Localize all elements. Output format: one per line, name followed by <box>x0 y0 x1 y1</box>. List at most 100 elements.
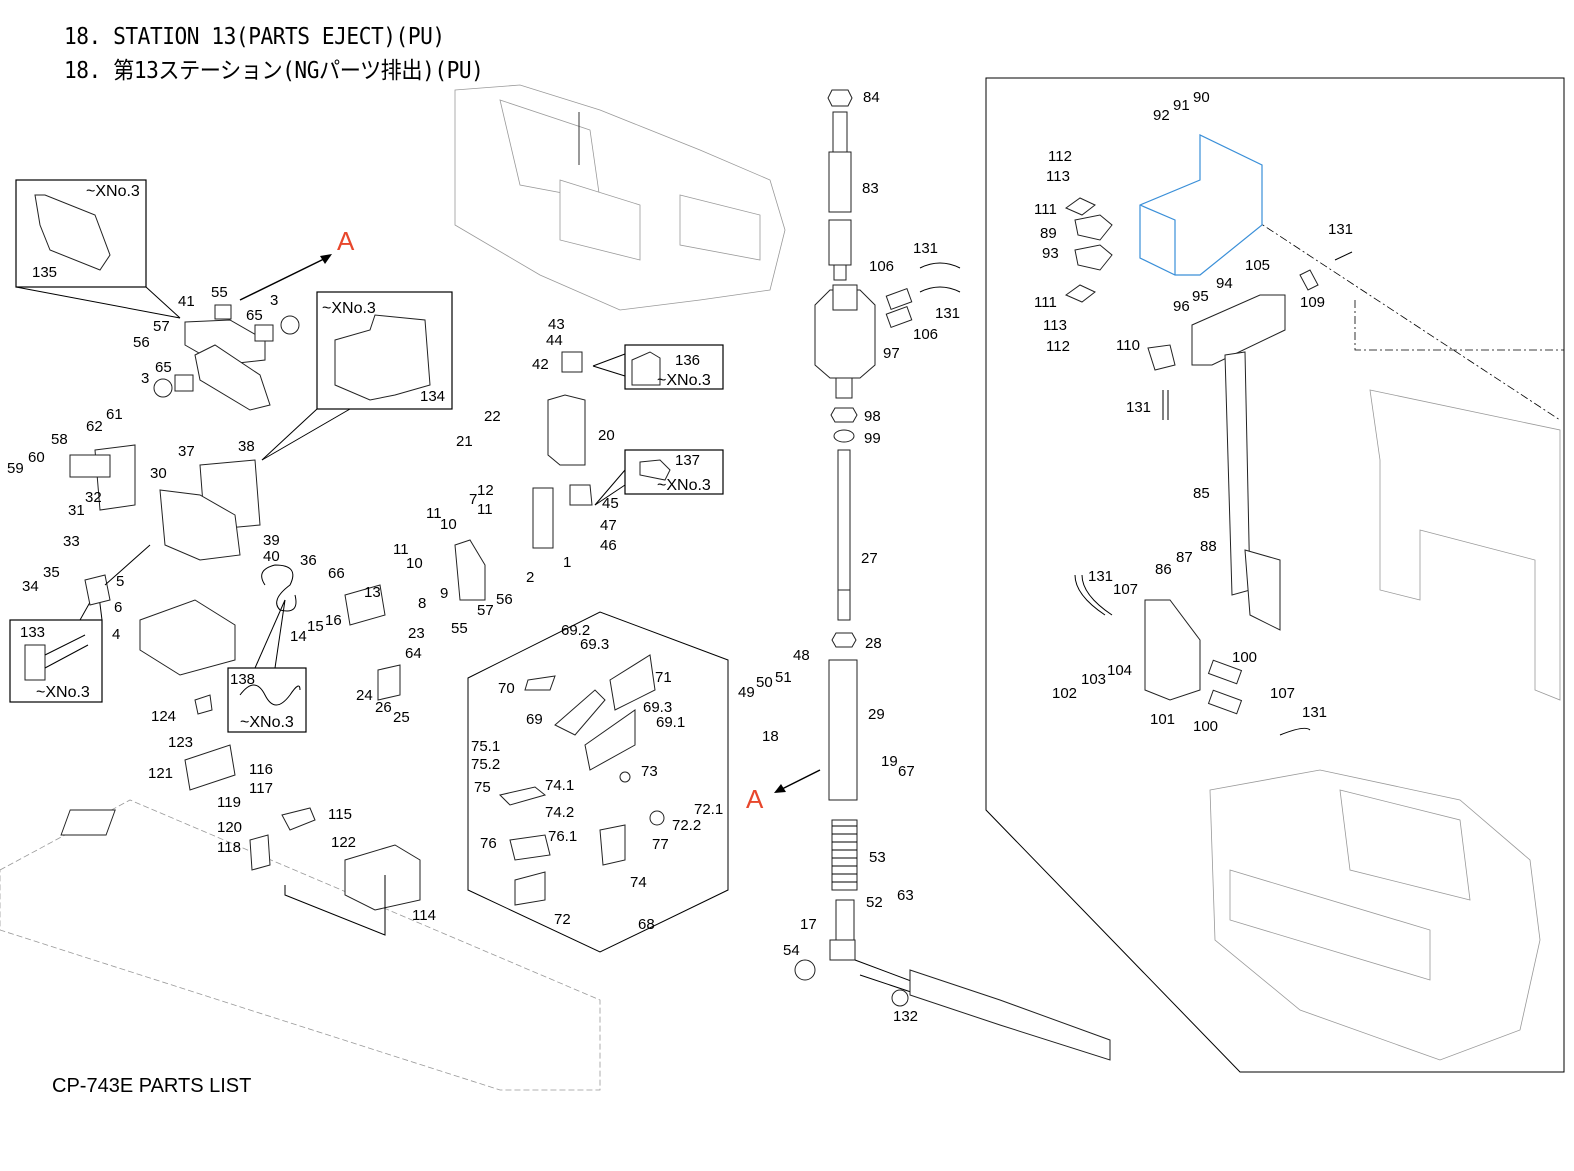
callout-135: 135 <box>32 264 57 281</box>
callout: 87 <box>1176 549 1193 566</box>
callout: 74.2 <box>545 804 574 821</box>
callout-133: 133 <box>20 624 45 641</box>
footer-parts-list-label: CP-743E PARTS LIST <box>52 1075 252 1097</box>
callout: 83 <box>862 180 879 197</box>
variant-note: ~XNo.3 <box>657 477 711 494</box>
inset-137: 137 ~XNo.3 <box>594 449 724 506</box>
callout: 131 <box>1328 221 1353 238</box>
callout: 76 <box>480 835 497 852</box>
callout: 75 <box>474 779 491 796</box>
callout: 91 <box>1173 97 1190 114</box>
callout: 56 <box>133 334 150 351</box>
callout: 56 <box>496 591 513 608</box>
callout: 100 <box>1232 649 1257 666</box>
callout: 40 <box>263 548 280 565</box>
callout: 76.1 <box>548 828 577 845</box>
callout: 112 <box>1046 338 1070 355</box>
callout: 115 <box>328 806 352 823</box>
callout: 50 <box>756 674 773 691</box>
callout: 36 <box>300 552 317 569</box>
callout: 95 <box>1192 288 1209 305</box>
detail-frame <box>985 77 1565 1073</box>
inset-135: 135 ~XNo.3 <box>15 179 181 319</box>
callout: 28 <box>865 635 882 652</box>
callout: 23 <box>408 625 425 642</box>
callout: 42 <box>532 356 549 373</box>
centerline <box>1354 300 1564 351</box>
callout: 43 <box>548 316 565 333</box>
variant-note: ~XNo.3 <box>240 714 294 731</box>
callout: 84 <box>863 89 880 106</box>
center-assembly-parts <box>454 351 593 601</box>
callout: 62 <box>86 418 103 435</box>
callout: 47 <box>600 517 617 534</box>
inset-138: 138 ~XNo.3 <box>227 599 307 733</box>
callout: 3 <box>141 370 149 387</box>
callout: 107 <box>1270 685 1295 702</box>
callout: 22 <box>484 408 501 425</box>
callout: 55 <box>211 284 228 301</box>
callout: 69.2 <box>561 622 590 639</box>
callout: 16 <box>325 612 342 629</box>
callout: 51 <box>775 669 792 686</box>
callout: 37 <box>178 443 195 460</box>
base-plate <box>0 799 601 1091</box>
callout: 89 <box>1040 225 1057 242</box>
callout: 112 <box>1048 148 1072 165</box>
callout: 122 <box>331 834 356 851</box>
callout: 99 <box>864 430 881 447</box>
callout: 25 <box>393 709 410 726</box>
callout: 131 <box>935 305 960 322</box>
callout: 13 <box>364 584 381 601</box>
callout: 124 <box>151 708 176 725</box>
callout: 109 <box>1300 294 1325 311</box>
callout: 72.2 <box>672 817 701 834</box>
callout: 45 <box>602 495 619 512</box>
callout: 131 <box>1302 704 1327 721</box>
callout: 117 <box>249 780 273 797</box>
callout: 67 <box>898 763 915 780</box>
callout: 131 <box>913 240 938 257</box>
callout: 10 <box>440 516 457 533</box>
callout: 121 <box>148 765 173 782</box>
inset-136: 136 ~XNo.3 <box>592 344 724 390</box>
callout: 74.1 <box>545 777 574 794</box>
callout: 6 <box>114 599 122 616</box>
callout: 113 <box>1043 317 1067 334</box>
callout-138: 138 <box>230 671 255 688</box>
callout: 29 <box>868 706 885 723</box>
callout: 68 <box>638 916 655 933</box>
variant-note: ~XNo.3 <box>657 372 711 389</box>
callout: 94 <box>1216 275 1233 292</box>
callout: 12 <box>477 482 494 499</box>
callout: 32 <box>85 489 102 506</box>
callout: 104 <box>1107 662 1132 679</box>
reference-marker-a-top: A <box>337 226 355 256</box>
callout: 65 <box>246 307 263 324</box>
variant-note: ~XNo.3 <box>322 300 376 317</box>
callout: 18 <box>762 728 779 745</box>
callout: 106 <box>913 326 938 343</box>
callout: 11 <box>426 505 442 522</box>
callout-136: 136 <box>675 352 700 369</box>
callout: 57 <box>153 318 170 335</box>
callout: 96 <box>1173 298 1190 315</box>
callout: 98 <box>864 408 881 425</box>
machine-overview-top <box>454 84 786 311</box>
callout: 120 <box>217 819 242 836</box>
callout: 44 <box>546 332 563 349</box>
callout: 69.3 <box>580 636 609 653</box>
callout: 27 <box>861 550 878 567</box>
callout: 102 <box>1052 685 1077 702</box>
callout: 3 <box>270 292 278 309</box>
callout: 71 <box>655 669 672 686</box>
hopper-parts <box>499 654 665 906</box>
callout: 75.1 <box>471 738 500 755</box>
callout: 123 <box>168 734 193 751</box>
callout: 73 <box>641 763 658 780</box>
machine-overview-bottom <box>1209 769 1541 1061</box>
callout: 21 <box>456 433 473 450</box>
callout: 26 <box>375 699 392 716</box>
callout: 8 <box>418 595 426 612</box>
callout: 105 <box>1245 257 1270 274</box>
